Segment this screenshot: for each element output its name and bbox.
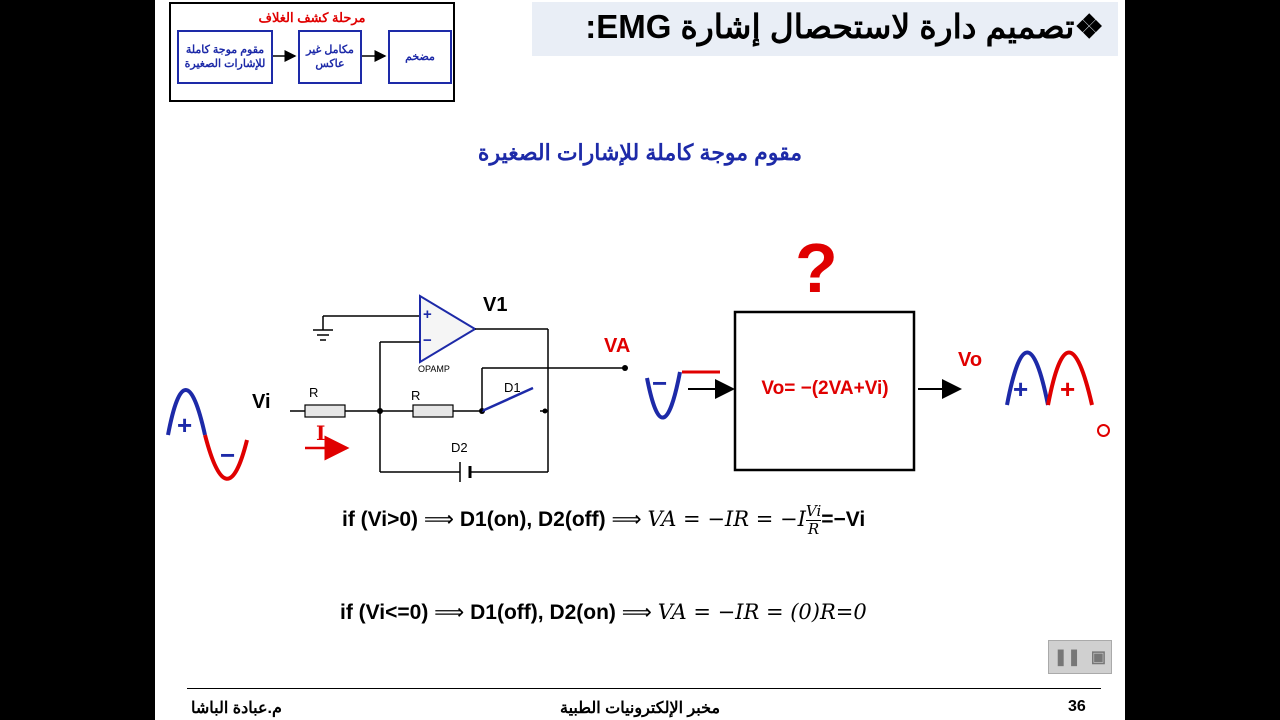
equation-box (733, 310, 916, 472)
opamp-minus: − (423, 332, 432, 349)
eq2-va: VA = −IR = (0)R=0 (657, 600, 867, 624)
screen-icon[interactable]: ▣ (1090, 649, 1106, 666)
input-minus: − (220, 440, 236, 470)
va-label: VA (604, 335, 631, 357)
page-number: 36 (1068, 698, 1086, 715)
eq2-diodes: D1(off), D2(on) (470, 601, 616, 624)
eq1-condition: if (Vi>0) (342, 508, 419, 532)
rectifier-block: مقوم موجة كاملة للإشارات الصغيرة (177, 30, 273, 84)
opamp (419, 294, 477, 364)
pointer-cursor (1097, 424, 1110, 437)
pause-icon[interactable]: ❚❚ (1054, 649, 1081, 666)
vo-label: Vo (958, 349, 983, 371)
slide: مرحلة كشف الغلاف مقوم موجة كاملة للإشارا… (155, 0, 1125, 720)
resistor-r2 (412, 404, 454, 418)
equation-positive: if (Vi>0) ⟹ D1(on), D2(off) ⟹ VA = −IR =… (342, 503, 865, 538)
footer-author: م.عبادة الباشا (191, 700, 282, 717)
input-wave-negative (203, 434, 249, 481)
eq2-arrow2: ⟹ (621, 601, 652, 624)
footer-divider (187, 688, 1101, 689)
va-minus: − (652, 368, 668, 398)
box-equation: Vo= −(2VA+Vi) (761, 378, 889, 399)
output-wave-first (1005, 350, 1050, 406)
output-plus-2: + (1060, 374, 1076, 404)
slide-subtitle: مقوم موجة كاملة للإشارات الصغيرة (477, 140, 803, 165)
question-mark: ? (795, 229, 838, 307)
output-wave-second (1046, 350, 1094, 406)
current-label: I (316, 421, 326, 445)
opamp-plus: + (423, 306, 432, 323)
resistor-r1 (304, 404, 346, 418)
eq1-arrow2: ⟹ (611, 508, 642, 532)
stage-diagram: مرحلة كشف الغلاف مقوم موجة كاملة للإشارا… (169, 2, 455, 102)
va-wave-negative (645, 371, 682, 420)
v1-label: V1 (483, 294, 508, 316)
r2-label: R (411, 388, 421, 403)
input-wave-positive (166, 388, 207, 436)
eq1-diodes: D1(on), D2(off) (459, 508, 606, 532)
footer-lab: مخبر الإلكترونيات الطبية (560, 700, 721, 717)
eq1-result: =−Vi (821, 508, 866, 532)
stage-title: مرحلة كشف الغلاف (258, 10, 366, 25)
equation-negative: if (Vi<=0) ⟹ D1(off), D2(on) ⟹ VA = −IR … (340, 600, 867, 625)
title-bar: ❖تصميم دارة لاستحصال إشارة EMG: (532, 2, 1118, 56)
input-plus: + (177, 410, 193, 440)
circuit-diagram (166, 294, 1094, 482)
video-player-controls[interactable]: ❚❚ ▣ (1048, 640, 1112, 674)
slide-title: ❖تصميم دارة لاستحصال إشارة EMG: (585, 8, 1104, 45)
diode-d1-switch (481, 386, 534, 413)
stage-arrows (273, 50, 387, 62)
eq1-va: VA = −IR = −I (647, 507, 806, 532)
vi-label: Vi (252, 391, 271, 413)
integrator-block: مكامل غير عاكس (298, 30, 362, 84)
r1-label: R (309, 385, 319, 400)
eq2-arrow1: ⟹ (434, 601, 465, 624)
amplifier-block: مضخم (388, 30, 452, 84)
d1-label: D1 (504, 380, 521, 395)
opamp-label: OPAMP (418, 364, 450, 374)
eq2-condition: if (Vi<=0) (340, 601, 429, 624)
d2-label: D2 (451, 440, 468, 455)
output-plus-1: + (1013, 374, 1029, 404)
eq1-arrow1: ⟹ (423, 508, 455, 532)
